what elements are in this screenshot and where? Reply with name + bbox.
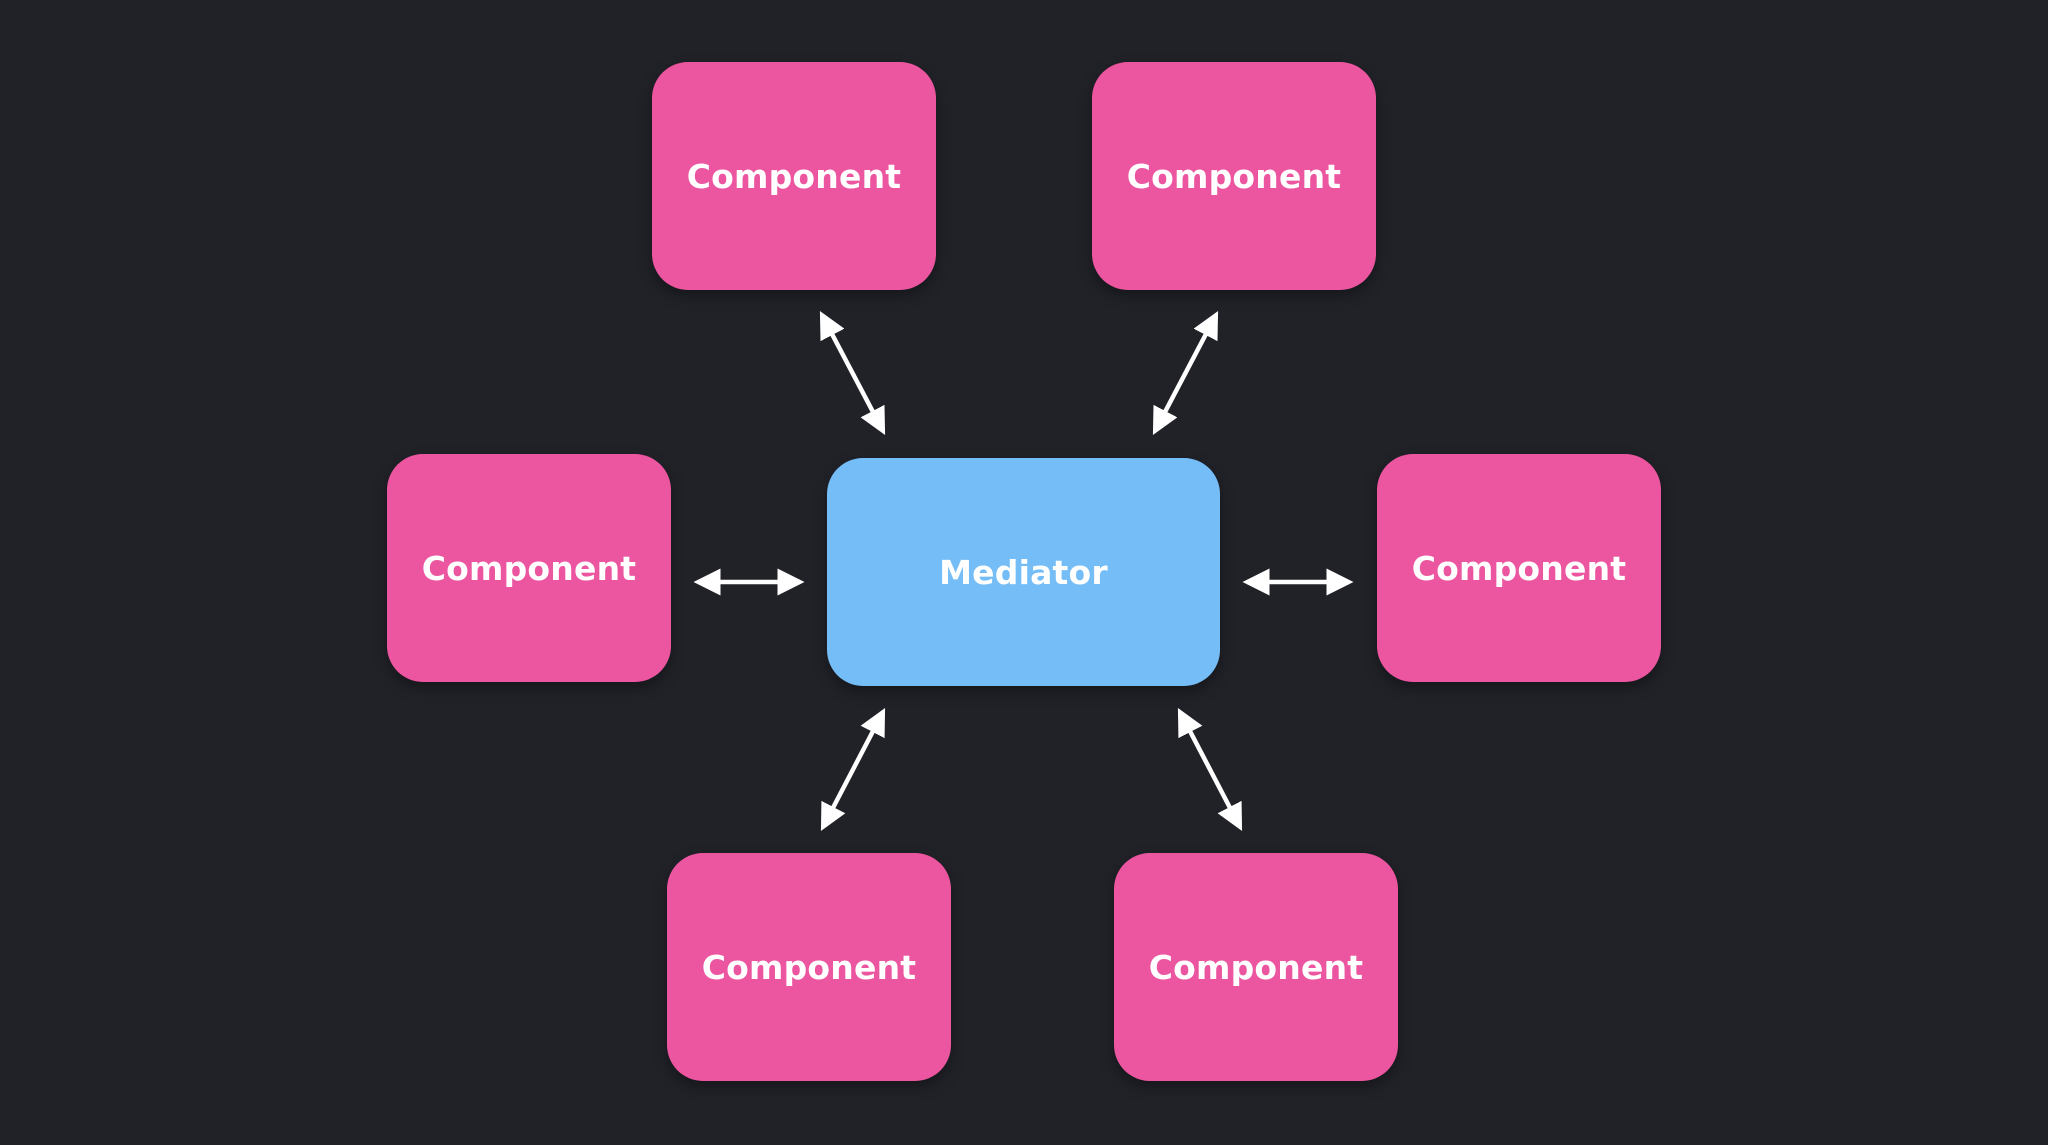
component-label: Component (1126, 156, 1342, 196)
component-box-bottom-right: Component (1114, 853, 1398, 1081)
component-label: Component (701, 947, 917, 987)
component-label: Component (1148, 947, 1364, 987)
component-box-top-right: Component (1092, 62, 1376, 290)
mediator-box: Mediator (827, 458, 1220, 686)
arrow-top-left-mediator (819, 311, 886, 435)
component-label: Component (686, 156, 902, 196)
mediator-label: Mediator (939, 552, 1108, 592)
component-label: Component (1411, 548, 1627, 588)
component-box-bottom-left: Component (667, 853, 951, 1081)
arrow-bottom-left-mediator (820, 708, 886, 831)
component-box-mid-left: Component (387, 454, 671, 682)
arrow-top-right-mediator (1152, 311, 1219, 435)
component-box-mid-right: Component (1377, 454, 1661, 682)
arrow-bottom-right-mediator (1177, 708, 1243, 831)
component-box-top-left: Component (652, 62, 936, 290)
component-label: Component (421, 548, 637, 588)
